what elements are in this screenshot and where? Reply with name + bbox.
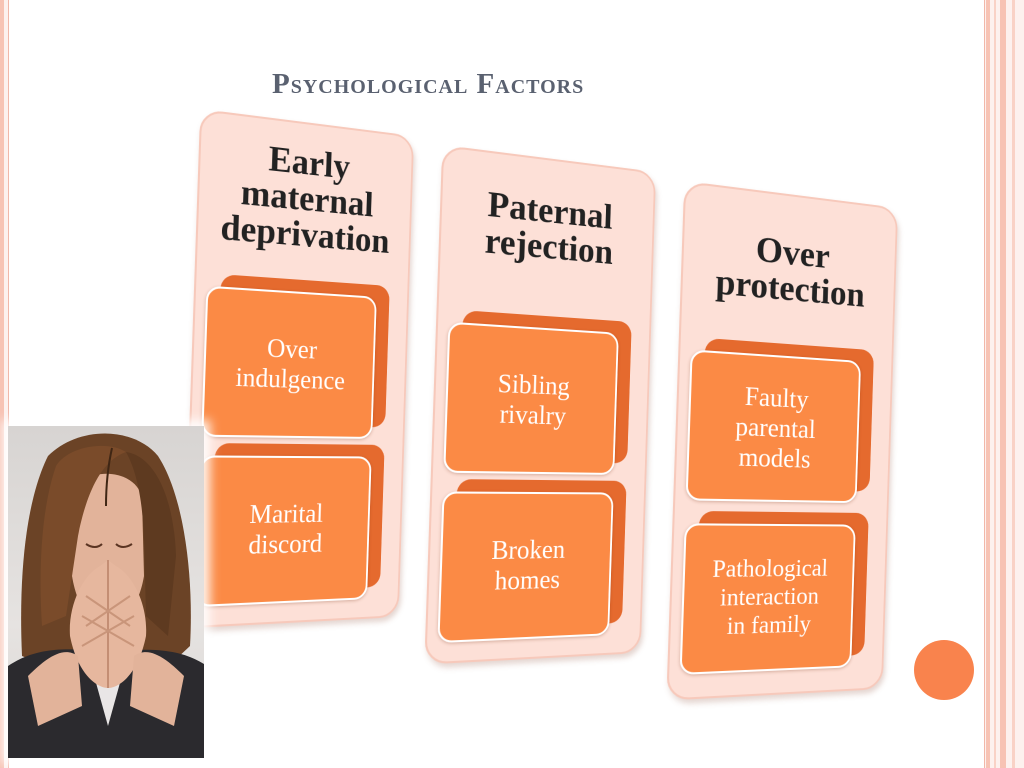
decorative-circle <box>914 640 974 700</box>
border-stripe <box>1000 0 1006 768</box>
factor-label: Sibling rivalry <box>497 368 571 431</box>
factor-label: Broken homes <box>490 534 566 596</box>
factor-box-faulty-parental-models: Faulty parental models <box>685 337 874 504</box>
factor-box-broken-homes: Broken homes <box>437 479 627 644</box>
slide-title: Psychological Factors <box>272 68 585 100</box>
factor-label: Over indulgence <box>235 333 346 396</box>
factor-box-sibling-rivalry: Sibling rivalry <box>443 310 632 475</box>
factor-label: Faulty parental models <box>734 381 817 474</box>
border-stripe <box>1012 0 1015 768</box>
border-stripe <box>0 0 4 768</box>
factor-box-over-indulgence: Over indulgence <box>201 274 390 439</box>
factor-column-early-maternal-deprivation: Early maternal deprivation Over indulgen… <box>182 108 415 629</box>
factor-box-pathological-interaction: Pathological interaction in family <box>679 510 869 675</box>
factor-label: Marital discord <box>247 498 324 560</box>
border-stripe <box>994 0 996 768</box>
factor-column-paternal-rejection: Paternal rejection Sibling rivalry Broke… <box>424 144 657 665</box>
factor-column-over-protection: Over protection Faulty parental models P… <box>666 180 899 701</box>
factor-box-marital-discord: Marital discord <box>195 443 385 608</box>
factor-label: Pathological interaction in family <box>712 555 829 641</box>
border-stripe <box>986 0 990 768</box>
stressed-woman-photo <box>8 426 204 758</box>
